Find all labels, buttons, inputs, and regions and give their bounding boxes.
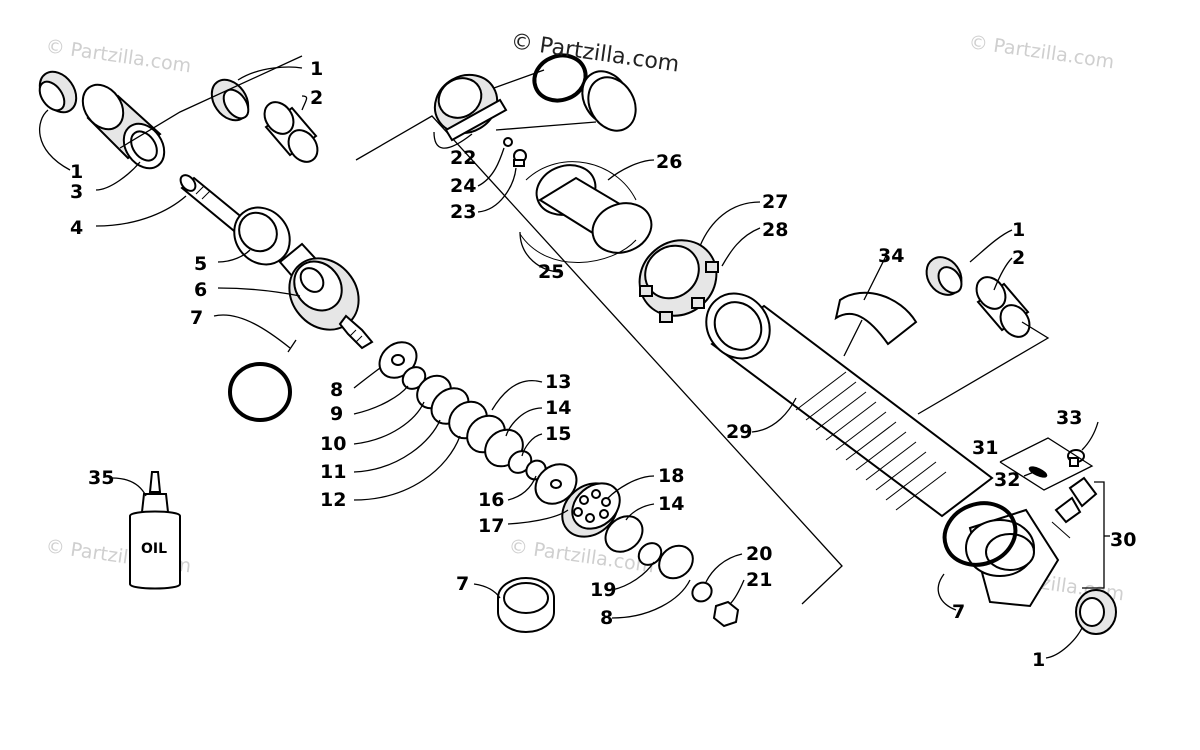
callout-17: 17 [478, 515, 504, 537]
valve-30 [1051, 476, 1098, 539]
o-ring-7-right [942, 501, 1018, 567]
callout-24: 24 [450, 175, 476, 197]
wear-band-top [581, 70, 637, 132]
callout-28: 28 [762, 219, 788, 241]
callout-7-left: 7 [190, 307, 203, 329]
watermark-top-right: © Partzilla.com [967, 31, 1115, 73]
valve-assembly-bracket [355, 115, 843, 605]
callout-4: 4 [70, 217, 83, 239]
bushing-1-upper-right [925, 256, 963, 296]
shock-body-29 [705, 292, 994, 518]
lower-valve-stack [604, 515, 740, 628]
o-ring-32 [1028, 466, 1048, 478]
snap-ring-24 [503, 137, 513, 147]
callout-1-upper: 1 [310, 58, 323, 80]
callout-29: 29 [726, 421, 752, 443]
bushing-top-left [38, 70, 78, 114]
callout-27: 27 [762, 191, 788, 213]
sleeve-2-left [263, 101, 319, 163]
callout-3: 3 [70, 181, 83, 203]
decal-34 [834, 291, 918, 346]
sleeve-26 [519, 161, 653, 263]
valve-stack [378, 341, 578, 505]
callout-8-lower: 8 [600, 607, 613, 629]
callout-16: 16 [478, 489, 504, 511]
callout-7-right: 7 [952, 601, 965, 623]
callout-9: 9 [330, 403, 343, 425]
callout-11: 11 [320, 461, 346, 483]
o-ring-top [532, 53, 588, 103]
nut-21 [712, 600, 740, 628]
callout-6: 6 [194, 279, 207, 301]
callout-34: 34 [878, 245, 904, 267]
seal-head-6 [288, 257, 374, 350]
callout-18: 18 [658, 465, 684, 487]
callout-21: 21 [746, 569, 772, 591]
oil-bottle-35: OIL [129, 471, 181, 590]
callout-1-bottom-right: 1 [1032, 649, 1045, 671]
watermark-top-left: © Partzilla.com [44, 35, 192, 77]
callout-2-upper: 2 [310, 87, 323, 109]
callout-13: 13 [545, 371, 571, 393]
bushing-1-bottom-right [1075, 589, 1117, 635]
callout-1-left: 1 [70, 161, 83, 183]
callout-30: 30 [1110, 529, 1136, 551]
callout-33: 33 [1056, 407, 1082, 429]
callout-32: 32 [994, 469, 1020, 491]
callout-22: 22 [450, 147, 476, 169]
callout-23: 23 [450, 201, 476, 223]
callout-10: 10 [320, 433, 346, 455]
shaft-cap-5 [233, 206, 328, 292]
callout-5: 5 [194, 253, 207, 275]
callout-7-center: 7 [456, 573, 469, 595]
piston-17-18 [561, 482, 621, 538]
callout-8-upper: 8 [330, 379, 343, 401]
callout-14-upper: 14 [545, 397, 571, 419]
reservoir-cap-22 [433, 73, 508, 142]
adjuster-nut-27 [638, 239, 719, 323]
callout-15: 15 [545, 423, 571, 445]
sleeve-2-right [975, 276, 1031, 338]
callout-14-lower: 14 [658, 493, 684, 515]
callout-19: 19 [590, 579, 616, 601]
callout-2-right: 2 [1012, 247, 1025, 269]
o-ring-7-left [228, 362, 292, 422]
valve-23 [513, 149, 527, 167]
callout-26: 26 [656, 151, 682, 173]
oil-bottle-label: OIL [141, 541, 167, 557]
callout-1-upper-right: 1 [1012, 219, 1025, 241]
bushing-top-center [210, 78, 250, 122]
piston-band-7 [497, 577, 555, 633]
callout-20: 20 [746, 543, 772, 565]
leader-lines [38, 66, 1110, 659]
callout-25: 25 [538, 261, 564, 283]
callout-12: 12 [320, 489, 346, 511]
eyelet-spacer-3 [81, 83, 166, 170]
callout-31: 31 [972, 437, 998, 459]
callout-35: 35 [88, 467, 114, 489]
